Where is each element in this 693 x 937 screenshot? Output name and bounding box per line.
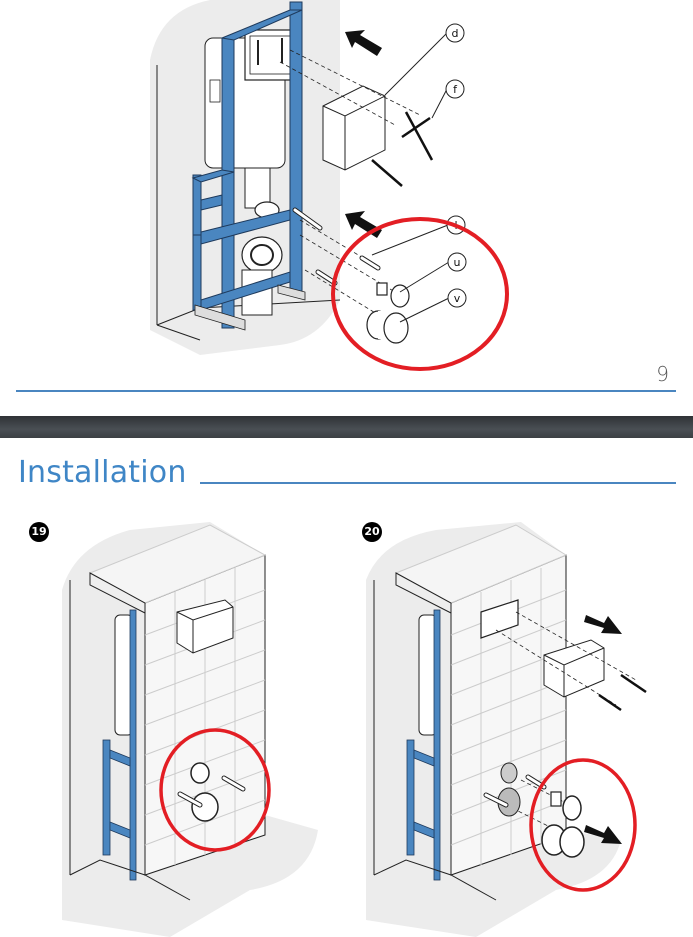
flush-recess xyxy=(480,599,519,639)
extension-box xyxy=(176,599,234,654)
arrow-icon xyxy=(345,211,382,238)
callout-u: u xyxy=(454,256,461,269)
screw xyxy=(401,116,431,139)
step-20-diagram xyxy=(366,522,647,937)
section-title: Installation xyxy=(18,455,187,490)
page-separator xyxy=(0,416,693,438)
step-number-badge: 20 xyxy=(362,522,382,542)
arrow-icon xyxy=(584,825,622,844)
cap-v xyxy=(366,310,409,344)
screw xyxy=(620,673,647,694)
arrow-icon xyxy=(584,615,622,634)
step-19-diagram xyxy=(62,522,318,937)
callout-v: v xyxy=(454,292,461,305)
step-number-badge: 19 xyxy=(29,522,49,542)
callout-f: f xyxy=(453,83,458,96)
section-title-rule xyxy=(200,482,676,484)
screw xyxy=(598,693,622,712)
installation-diagram-top: d f l u v xyxy=(150,0,509,371)
highlight-circle xyxy=(529,758,637,892)
extension-box xyxy=(322,85,386,171)
highlight-circle xyxy=(331,217,509,371)
footer-rule xyxy=(16,390,676,392)
highlight-circle xyxy=(159,728,271,852)
screw xyxy=(371,159,403,187)
mounting-frame xyxy=(191,1,303,329)
callout-d: d xyxy=(452,27,459,40)
arrow-icon xyxy=(345,30,382,56)
page-number: 9 xyxy=(656,362,669,386)
cap-u xyxy=(376,282,410,308)
